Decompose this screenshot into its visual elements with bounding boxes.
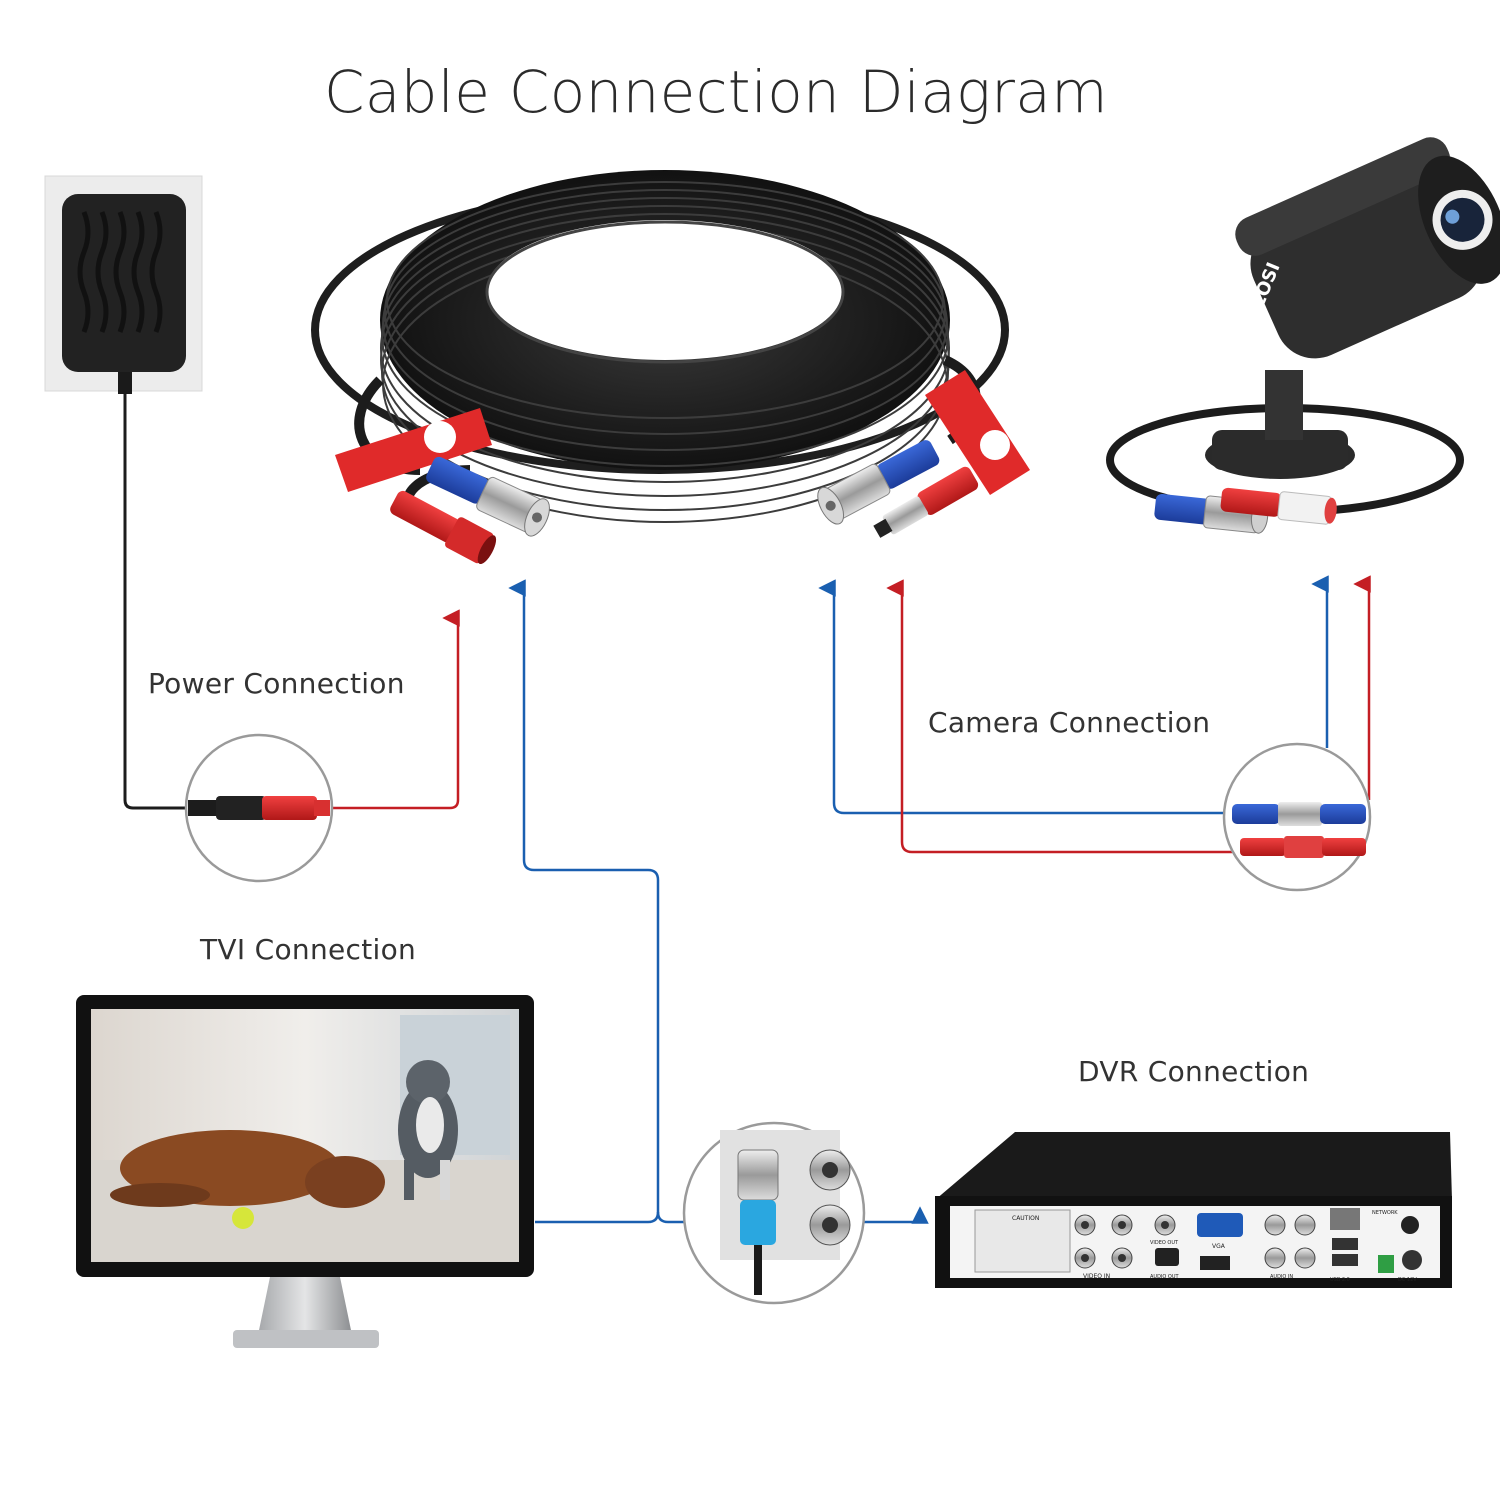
dvr-usb-text: USB 2.0 xyxy=(1330,1277,1350,1283)
dvr-zoom-circle xyxy=(682,1121,866,1305)
dvr-dc-text: DC 12V xyxy=(1398,1277,1417,1283)
tvi-connection-line xyxy=(508,579,929,1224)
dvr-network-text: NETWORK xyxy=(1372,1210,1398,1216)
camera-zoom-circle xyxy=(1222,742,1372,892)
power-connection-label: Power Connection xyxy=(148,667,405,700)
dvr-unit: CAUTION VIDEO IN VIDEO OUT VGA AUDIO OUT… xyxy=(935,1132,1452,1288)
adapter-cord xyxy=(123,394,200,810)
dvr-video-in-text: VIDEO IN xyxy=(1083,1273,1110,1280)
dvr-video-out-text: VIDEO OUT xyxy=(1150,1240,1179,1246)
camera-connection-red xyxy=(886,575,1371,854)
monitor xyxy=(76,995,534,1348)
dvr-connection-label: DVR Connection xyxy=(1078,1055,1310,1088)
dvr-audio-in-text: AUDIO IN xyxy=(1270,1274,1293,1280)
camera-connection-label: Camera Connection xyxy=(928,706,1211,739)
bnc-cable-coil xyxy=(311,170,1030,565)
dvr-vga-text: VGA xyxy=(1212,1243,1226,1250)
dvr-caution-text: CAUTION xyxy=(1012,1215,1039,1222)
bullet-camera: ZOSI xyxy=(1106,137,1500,534)
power-adapter xyxy=(44,175,203,394)
camera-connection-blue xyxy=(818,575,1329,815)
diagram-title: Cable Connection Diagram xyxy=(324,58,1108,126)
dvr-audio-out-text: AUDIO OUT xyxy=(1150,1274,1180,1280)
power-connection-line xyxy=(330,609,460,810)
power-zoom-circle xyxy=(184,733,334,883)
tvi-connection-label: TVI Connection xyxy=(200,933,417,966)
